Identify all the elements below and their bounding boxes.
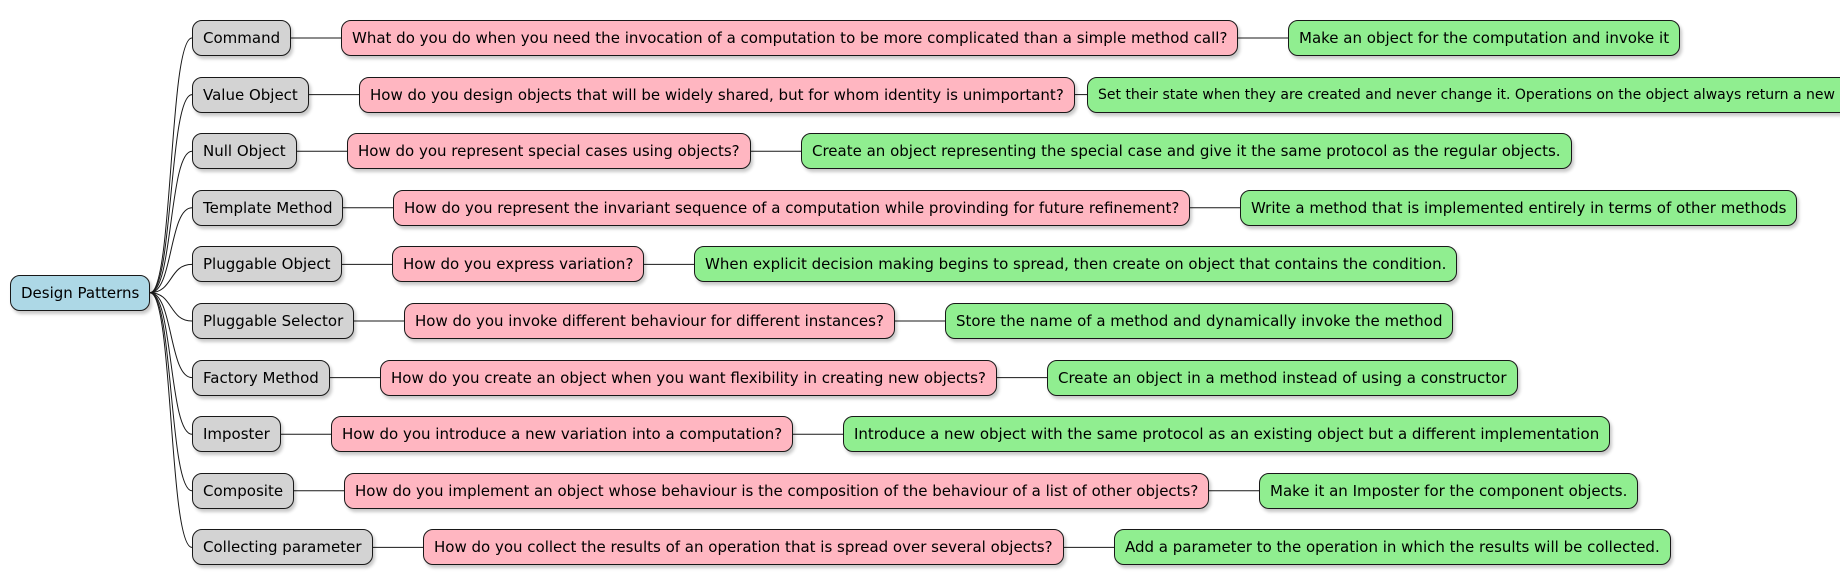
pattern-node: Null Object (192, 133, 297, 170)
branch-connector (149, 292, 193, 492)
branch-connector (149, 292, 193, 379)
branch-connector (149, 94, 193, 294)
question-node: How do you invoke different behaviour fo… (404, 303, 895, 339)
pattern-node: Command (192, 20, 292, 56)
question-node: How do you implement an object whose beh… (344, 472, 1210, 509)
pattern-node: Factory Method (192, 359, 330, 396)
question-node: How do you introduce a new variation int… (331, 416, 794, 453)
answer-node: Write a method that is implemented entir… (1240, 189, 1798, 226)
pattern-node: Composite (192, 472, 295, 509)
question-node: How do you collect the results of an ope… (423, 529, 1064, 566)
answer-node: Make an object for the computation and i… (1288, 20, 1681, 56)
answer-node: Make it an Imposter for the component ob… (1259, 472, 1639, 509)
branch-connector (149, 207, 193, 294)
question-node: How do you express variation? (392, 246, 645, 283)
answer-node: Create an object in a method instead of … (1047, 359, 1518, 396)
pattern-node: Value Object (192, 76, 309, 113)
pattern-node: Pluggable Object (192, 246, 342, 283)
branch-connector (149, 37, 193, 294)
pattern-node: Pluggable Selector (192, 303, 355, 339)
question-node: How do you design objects that will be w… (359, 76, 1075, 113)
answer-node: Store the name of a method and dynamical… (945, 303, 1454, 339)
question-node: How do you represent the invariant seque… (393, 189, 1191, 226)
answer-node: Add a parameter to the operation in whic… (1114, 529, 1671, 566)
answer-node: Create an object representing the specia… (801, 133, 1572, 170)
answer-node: Introduce a new object with the same pro… (843, 416, 1611, 453)
pattern-node: Imposter (192, 416, 281, 453)
branch-connector (149, 292, 193, 435)
pattern-node: Template Method (192, 189, 344, 226)
branch-connector (149, 292, 193, 322)
pattern-node: Collecting parameter (192, 529, 373, 566)
question-node: How do you represent special cases using… (347, 133, 751, 170)
answer-node: When explicit decision making begins to … (694, 246, 1458, 283)
branch-connector (149, 292, 193, 548)
question-node: What do you do when you need the invocat… (341, 20, 1239, 56)
branch-connector (149, 263, 193, 294)
root-node: Design Patterns (10, 274, 151, 311)
answer-node: Set their state when they are created an… (1087, 76, 1840, 113)
question-node: How do you create an object when you wan… (380, 359, 997, 396)
branch-connector (149, 150, 193, 294)
